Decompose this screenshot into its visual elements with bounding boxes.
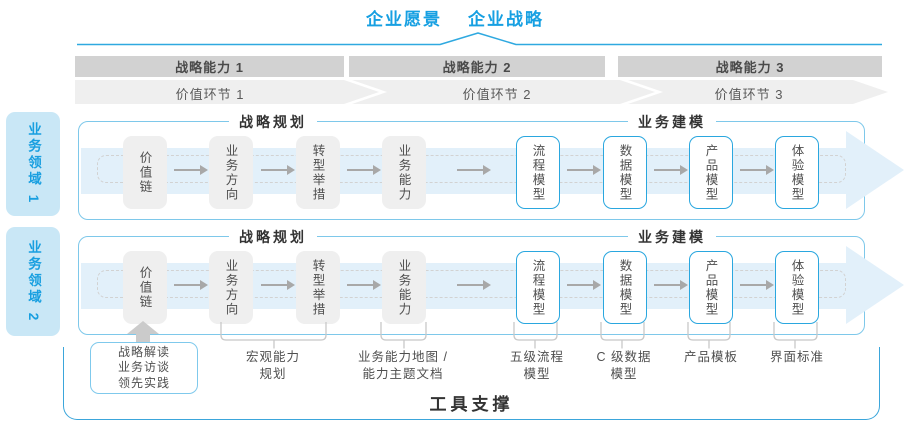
note-line: 模型	[523, 366, 551, 381]
caret-line	[77, 32, 882, 46]
right-arrow-icon	[347, 280, 381, 290]
note-line: 规划	[259, 366, 287, 381]
domain-flow-row-2: 战略规划 业务建模 价值链 业务方向 转型举措 业务能力 流程模型 数据模型 产…	[78, 227, 904, 335]
tool-support-label: 工具支撑	[429, 395, 514, 414]
bracket-macro-capability	[220, 322, 327, 349]
capability-bar-2: 战略能力 2	[349, 56, 605, 77]
note-line: 五级流程	[509, 350, 565, 364]
box-experience-model: 体验模型	[775, 136, 819, 209]
capability-bar-3: 战略能力 3	[618, 56, 882, 77]
domain-flow-row-1: 战略规划 业务建模 价值链 业务方向 转型举措 业务能力 流程模型 数据模型 产…	[78, 112, 904, 220]
up-arrow-stem	[136, 334, 150, 344]
box-data-model: 数据模型	[603, 136, 647, 209]
bracket-product-template	[687, 322, 731, 349]
box-business-capability: 业务能力	[382, 136, 426, 209]
box-transformation-initiative: 转型举措	[296, 136, 340, 209]
planning-header: 战略规划	[229, 227, 317, 247]
right-arrow-icon	[457, 280, 491, 290]
note-line: 界面标准	[769, 350, 825, 364]
note-capability-map: 业务能力地图 / 能力主题文档	[358, 349, 448, 383]
note-line: 业务能力地图 /	[358, 350, 448, 364]
strategy-title: 企业战略	[468, 10, 544, 29]
value-link-label-3: 价值环节 3	[714, 87, 784, 102]
box-value-chain: 价值链	[123, 251, 167, 324]
right-arrow-icon	[174, 280, 208, 290]
note-ui-standard: 界面标准	[770, 349, 824, 366]
note-macro-capability: 宏观能力 规划	[246, 349, 300, 383]
right-arrow-icon	[654, 280, 688, 290]
practice-line-2: 业务访谈	[117, 360, 170, 375]
note-line: 模型	[610, 366, 638, 381]
right-arrow-icon	[174, 165, 208, 175]
box-transformation-initiative: 转型举措	[296, 251, 340, 324]
box-product-model: 产品模型	[689, 251, 733, 324]
right-arrow-icon	[261, 165, 295, 175]
box-business-direction: 业务方向	[209, 136, 253, 209]
practice-line-1: 战略解读	[117, 344, 170, 359]
box-business-capability: 业务能力	[382, 251, 426, 324]
dashed-track	[97, 155, 846, 183]
box-process-model: 流程模型	[516, 251, 560, 324]
bracket-capability-map	[380, 322, 427, 349]
box-value-chain: 价值链	[123, 136, 167, 209]
up-arrow-icon	[127, 321, 159, 334]
box-product-model: 产品模型	[689, 136, 733, 209]
note-line: 产品模板	[683, 350, 739, 364]
right-arrow-icon	[567, 165, 601, 175]
right-arrow-icon	[654, 165, 688, 175]
note-line: C 级数据	[596, 350, 652, 364]
right-arrow-icon	[740, 165, 774, 175]
modeling-header: 业务建模	[628, 112, 716, 132]
domain-label-1: 业务领域 1	[6, 112, 60, 216]
box-data-model: 数据模型	[603, 251, 647, 324]
flow-arrow-head	[846, 246, 904, 324]
vision-title: 企业愿景	[366, 10, 442, 29]
note-product-template: 产品模板	[684, 349, 738, 366]
bracket-process-model	[513, 322, 558, 349]
value-link-label-1: 价值环节 1	[175, 87, 245, 102]
right-arrow-icon	[261, 280, 295, 290]
bracket-ui-standard	[773, 322, 818, 349]
domain-label-2: 业务领域 2	[6, 227, 60, 336]
box-experience-model: 体验模型	[775, 251, 819, 324]
note-line: 能力主题文档	[362, 366, 444, 381]
value-link-label-2: 价值环节 2	[462, 87, 532, 102]
capability-bar-1: 战略能力 1	[75, 56, 344, 77]
value-link-chevron-2	[352, 80, 655, 104]
dashed-track	[97, 270, 846, 298]
right-arrow-icon	[567, 280, 601, 290]
box-business-direction: 业务方向	[209, 251, 253, 324]
note-data-model: C 级数据 模型	[596, 349, 651, 383]
modeling-header: 业务建模	[628, 227, 716, 247]
right-arrow-icon	[740, 280, 774, 290]
value-link-chevron-1	[75, 80, 379, 104]
right-arrow-icon	[347, 165, 381, 175]
page-title: 企业愿景 企业战略	[0, 5, 910, 30]
bracket-data-model	[600, 322, 645, 349]
flow-arrow-head	[846, 131, 904, 209]
value-link-chevron-3	[628, 80, 888, 104]
right-arrow-icon	[457, 165, 491, 175]
box-process-model: 流程模型	[516, 136, 560, 209]
planning-header: 战略规划	[229, 112, 317, 132]
practice-line-3: 领先实践	[117, 375, 170, 390]
note-process-model: 五级流程 模型	[510, 349, 564, 383]
tool-support-container: 工具支撑	[63, 347, 880, 420]
note-line: 宏观能力	[245, 350, 301, 364]
practice-annotation-box: 战略解读 业务访谈 领先实践	[90, 342, 198, 394]
